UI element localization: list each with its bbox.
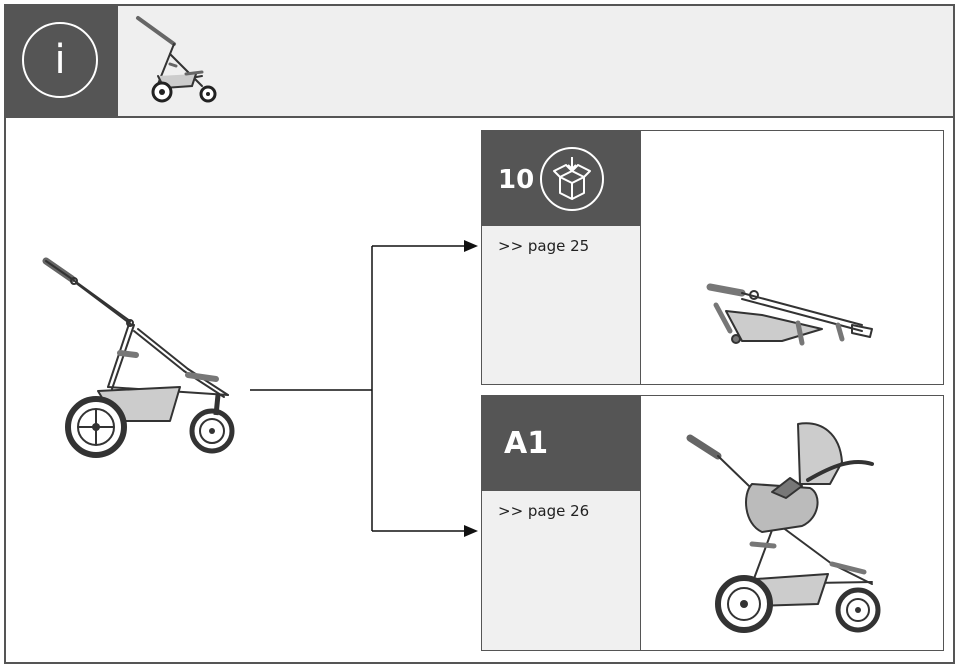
folded-stroller-illustration <box>706 283 873 346</box>
card-header: A1 <box>482 396 640 491</box>
card-header: 10 <box>482 131 640 226</box>
step-code: A1 <box>504 426 549 461</box>
info-box: i <box>6 6 118 116</box>
card-left-panel: A1 >> page 26 <box>482 396 641 650</box>
page-reference: >> page 25 <box>498 237 590 255</box>
info-icon: i <box>22 22 98 98</box>
card-left-panel: 10 >> page 25 <box>482 131 641 384</box>
stroller-icon <box>136 16 217 103</box>
page-reference: >> page 26 <box>498 502 590 520</box>
box-unpack-icon <box>540 147 604 211</box>
step-number: 10 <box>498 165 535 195</box>
option-card-a1: A1 >> page 26 <box>481 395 944 651</box>
stroller-frame-illustration <box>42 257 235 458</box>
option-card-fold: 10 >> page 25 <box>481 130 944 385</box>
stroller-car-seat-illustration <box>686 422 881 633</box>
